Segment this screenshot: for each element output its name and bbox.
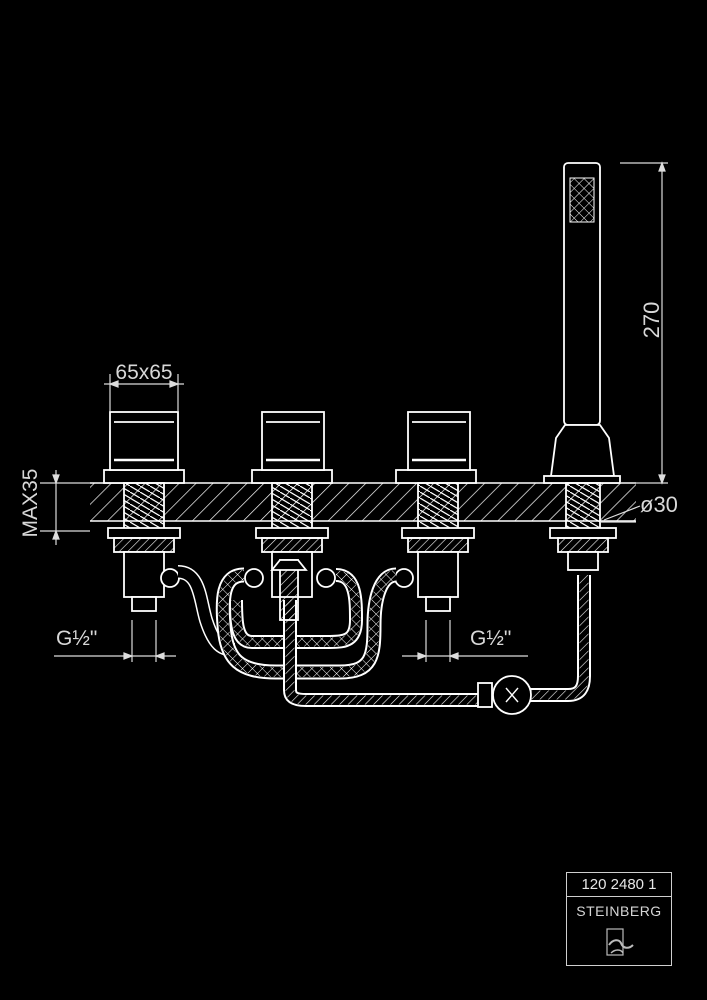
label-max-depth: MAX35 [19,469,42,538]
brand-name: STEINBERG [576,903,662,919]
label-diameter: ø30 [640,492,678,517]
valve-left [103,411,185,612]
product-code: 120 2480 1 [567,873,671,897]
title-block: 120 2480 1 STEINBERG [566,872,672,966]
dim-max-depth [40,470,90,545]
label-thread-right: G½" [470,627,511,650]
label-handle-size: 65x65 [115,361,172,384]
center-stem [270,559,308,621]
dim-diameter [600,505,641,523]
dim-handle-width [104,374,184,412]
steinberg-logo-icon [606,928,634,956]
label-shower-height: 270 [639,302,664,339]
label-thread-left: G½" [56,627,97,650]
deck-surface [90,482,636,522]
hand-shower [543,162,621,571]
dim-shower-height [620,161,668,485]
dim-thread-left [54,620,176,662]
diverter-knob [477,675,532,715]
hose-system [177,565,591,707]
valve-right [394,411,477,612]
dim-thread-right [402,620,528,662]
